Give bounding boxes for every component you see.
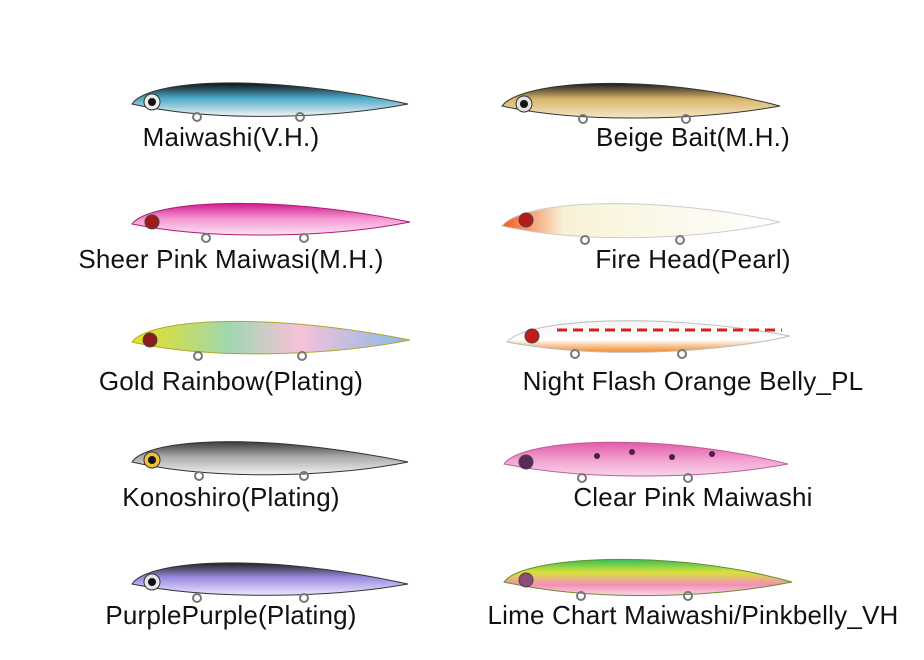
lure-label: Beige Bait(M.H.)	[596, 122, 790, 152]
lure-image	[131, 562, 409, 603]
lure-label: Night Flash Orange Belly_PL	[522, 366, 864, 396]
lure-item: Konoshiro(Plating)	[0, 408, 462, 528]
lure-image	[506, 320, 791, 359]
lure-item: Lime Chart Maiwashi/Pinkbelly_VH	[462, 528, 924, 648]
lure-item: Maiwashi(V.H.)	[0, 50, 462, 170]
lure-image	[131, 202, 411, 243]
lure-image	[131, 82, 409, 122]
lure-item: Night Flash Orange Belly_PL	[462, 290, 924, 410]
lure-label: Konoshiro(Plating)	[122, 482, 340, 512]
lure-image	[501, 203, 781, 245]
lure-item: Gold Rainbow(Plating)	[0, 290, 462, 410]
lure-label: Sheer Pink Maiwasi(M.H.)	[78, 244, 384, 274]
lure-label: Lime Chart Maiwashi/Pinkbelly_VH	[487, 600, 899, 630]
lure-label: Maiwashi(V.H.)	[142, 122, 320, 152]
lure-item: Beige Bait(M.H.)	[462, 50, 924, 170]
lure-image	[131, 441, 409, 481]
lure-item: Fire Head(Pearl)	[462, 170, 924, 290]
lure-label: Gold Rainbow(Plating)	[98, 366, 364, 396]
lure-item: PurplePurple(Plating)	[0, 528, 462, 648]
lure-image	[503, 441, 789, 483]
lure-item: Sheer Pink Maiwasi(M.H.)	[0, 170, 462, 290]
lure-image	[503, 558, 793, 601]
lure-item: Clear Pink Maiwashi	[462, 408, 924, 528]
lure-label: PurplePurple(Plating)	[105, 600, 357, 630]
lure-image	[131, 320, 411, 361]
lure-label: Clear Pink Maiwashi	[573, 482, 813, 512]
lure-label: Fire Head(Pearl)	[595, 244, 791, 274]
lure-image	[501, 82, 781, 124]
